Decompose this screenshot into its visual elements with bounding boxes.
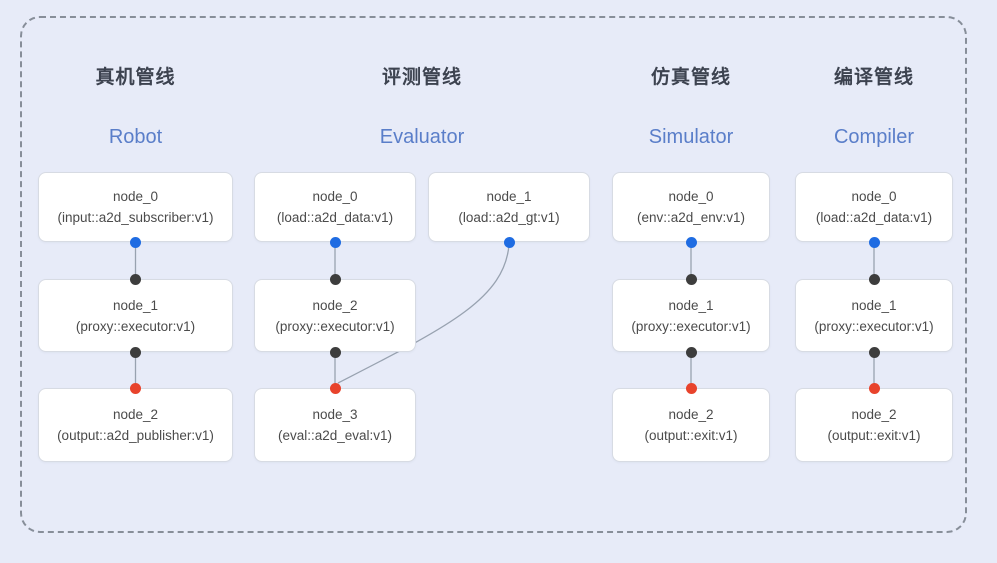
node-type: (proxy::executor:v1) xyxy=(814,318,934,334)
source-port-dot xyxy=(329,236,341,248)
node-type: (load::a2d_gt:v1) xyxy=(458,210,560,225)
node-box: node_0 (load::a2d_data:v1) xyxy=(795,172,953,242)
pipeline-subtitle-simulator: Simulator xyxy=(648,126,734,148)
node-name: node_0 xyxy=(312,189,358,204)
node-type: (proxy::executor:v1) xyxy=(275,318,395,334)
node-name: node_2 xyxy=(112,407,159,422)
proxy-port-dot xyxy=(329,273,341,285)
pipeline-title-robot: 真机管线 xyxy=(95,67,176,88)
source-port-dot xyxy=(130,236,141,248)
node-type: (output::exit:v1) xyxy=(644,428,738,443)
node-type: (proxy::executor:v1) xyxy=(631,318,751,334)
node-box: node_0 (env::a2d_env:v1) xyxy=(612,172,770,242)
node-name: node_3 xyxy=(312,407,358,422)
node-box: node_1 (proxy::executor:v1) xyxy=(38,279,233,352)
node-type: (load::a2d_data:v1) xyxy=(815,210,933,225)
source-port-dot xyxy=(503,236,515,248)
pipeline-subtitle-compiler: Compiler xyxy=(833,126,915,148)
node-type: (output::a2d_publisher:v1) xyxy=(57,428,214,443)
node-box: node_1 (load::a2d_gt:v1) xyxy=(428,172,590,242)
node-box: node_2 (output::exit:v1) xyxy=(612,388,770,462)
source-port-dot xyxy=(685,236,697,248)
sink-port-dot xyxy=(868,382,880,394)
proxy-port-dot xyxy=(329,346,341,358)
node-type: (output::exit:v1) xyxy=(827,428,921,443)
pipeline-subtitle-evaluator: Evaluator xyxy=(379,126,465,148)
proxy-port-dot xyxy=(868,346,880,358)
node-box: node_0 (load::a2d_data:v1) xyxy=(254,172,416,242)
node-box: node_2 (output::exit:v1) xyxy=(795,388,953,462)
node-box: node_3 (eval::a2d_eval:v1) xyxy=(254,388,416,462)
proxy-port-dot xyxy=(685,273,697,285)
sink-port-dot xyxy=(329,382,341,394)
proxy-port-dot xyxy=(868,273,880,285)
node-name: node_1 xyxy=(851,297,897,313)
sink-port-dot xyxy=(130,382,141,394)
node-name: node_1 xyxy=(668,297,714,313)
proxy-port-dot xyxy=(130,346,141,358)
node-type: (proxy::executor:v1) xyxy=(75,318,196,334)
node-box: node_1 (proxy::executor:v1) xyxy=(795,279,953,352)
node-box: node_0 (input::a2d_subscriber:v1) xyxy=(38,172,233,242)
node-box: node_2 (proxy::executor:v1) xyxy=(254,279,416,352)
node-type: (input::a2d_subscriber:v1) xyxy=(57,210,214,225)
node-name: node_0 xyxy=(112,189,159,204)
pipeline-subtitle-robot: Robot xyxy=(108,126,163,148)
sink-port-dot xyxy=(685,382,697,394)
node-name: node_1 xyxy=(112,297,159,313)
node-name: node_0 xyxy=(851,189,897,204)
pipeline-title-evaluator: 评测管线 xyxy=(381,67,462,88)
node-name: node_2 xyxy=(312,297,358,313)
node-name: node_2 xyxy=(668,407,714,422)
node-box: node_1 (proxy::executor:v1) xyxy=(612,279,770,352)
node-type: (env::a2d_env:v1) xyxy=(636,210,746,225)
proxy-port-dot xyxy=(685,346,697,358)
proxy-port-dot xyxy=(130,273,141,285)
node-type: (eval::a2d_eval:v1) xyxy=(277,428,393,443)
node-name: node_1 xyxy=(486,189,532,204)
node-type: (load::a2d_data:v1) xyxy=(276,210,394,225)
source-port-dot xyxy=(868,236,880,248)
node-name: node_2 xyxy=(851,407,897,422)
edge-eval-n1-n3-curve xyxy=(337,244,510,384)
node-box: node_2 (output::a2d_publisher:v1) xyxy=(38,388,233,462)
node-name: node_0 xyxy=(668,189,714,204)
pipeline-title-compiler: 编译管线 xyxy=(833,67,914,88)
pipeline-title-simulator: 仿真管线 xyxy=(650,67,731,88)
